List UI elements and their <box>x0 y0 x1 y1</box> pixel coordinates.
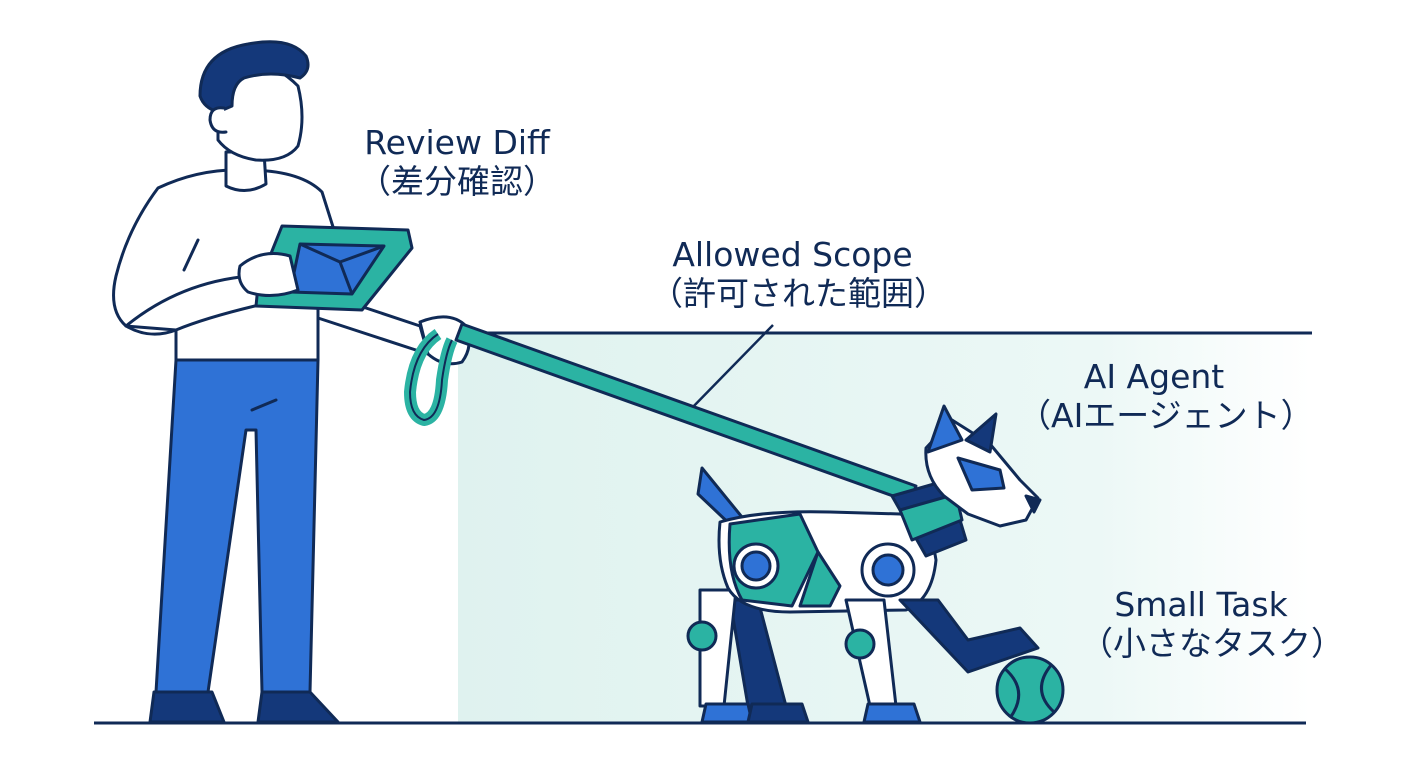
small-task-label: Small Task （小さなタスク） <box>1080 585 1344 664</box>
ai-agent-label: AI Agent （AIエージェント） <box>1018 357 1314 436</box>
scope-pointer-line <box>687 324 774 413</box>
review-diff-label: Review Diff （差分確認） <box>352 123 562 202</box>
review-diff-en: Review Diff <box>364 123 550 162</box>
small-task-ja: （小さなタスク） <box>1080 623 1344 663</box>
ai-agent-en: AI Agent <box>1083 357 1225 396</box>
ball-icon <box>995 655 1065 725</box>
allowed-scope-label: Allowed Scope （許可された範囲） <box>650 235 947 314</box>
ai-agent-ja: （AIエージェント） <box>1018 395 1314 435</box>
allowed-scope-en: Allowed Scope <box>672 235 913 274</box>
tablet-icon <box>237 224 414 312</box>
robot-dog-icon <box>686 404 1042 724</box>
allowed-scope-ja: （許可された範囲） <box>650 273 947 313</box>
small-task-en: Small Task <box>1114 585 1288 624</box>
review-diff-ja: （差分確認） <box>358 161 556 201</box>
